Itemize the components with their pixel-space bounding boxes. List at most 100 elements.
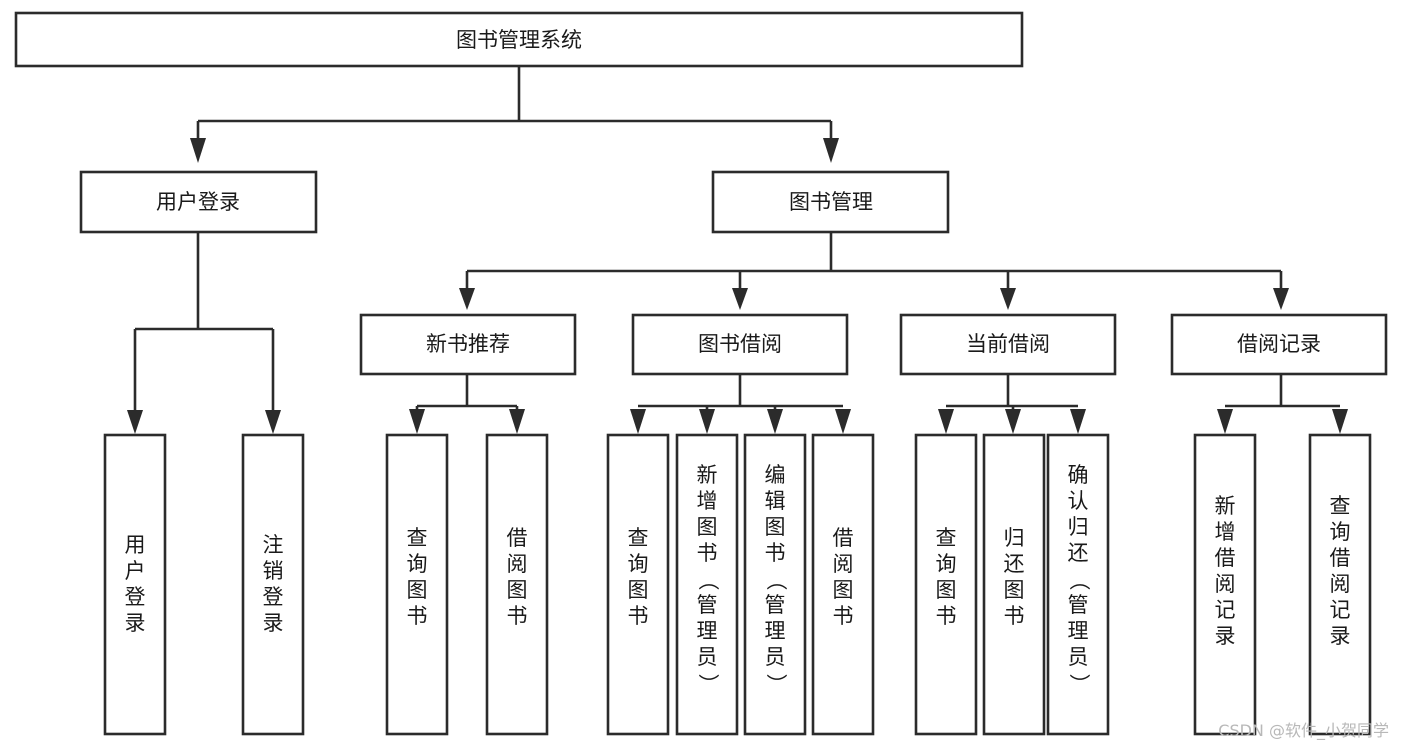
leaf-box[interactable] [241, 433, 305, 736]
leaf-box[interactable] [675, 433, 739, 736]
leaf-box[interactable] [385, 433, 449, 736]
node-book-borrow-box[interactable] [631, 313, 849, 376]
node-current-borrow-label: 当前借阅 [966, 332, 1050, 356]
arrow-head-currentborrow-2 [1005, 409, 1021, 434]
leaf-label-char: 书 [1004, 604, 1025, 628]
leaf-label-char: （ [1067, 570, 1091, 591]
leaf-label-char: ） [764, 674, 788, 695]
leaf-label-char: 归 [1004, 526, 1025, 550]
node-new-book-recommend-box[interactable] [359, 313, 577, 376]
node-book-management-box[interactable] [711, 170, 950, 234]
leaf-label-char: 查 [407, 526, 428, 550]
leaf-label-char: 员 [697, 645, 718, 669]
node-user-login-box[interactable] [79, 170, 318, 234]
leaf-label-char: 图 [765, 515, 786, 539]
node-book-borrow[interactable]: 图书借阅 [631, 313, 849, 376]
leaf-box[interactable] [103, 433, 167, 736]
connectors-newbook-to-leaves [409, 374, 525, 434]
arrow-head-bookborrow-2 [699, 409, 715, 434]
leaf-label-char: 管 [765, 593, 786, 617]
leaf-label-char: 增 [697, 489, 718, 513]
leaf-label-char: 阅 [507, 552, 528, 576]
leaf-box[interactable] [1046, 433, 1110, 736]
leaf-label-char: 登 [263, 585, 284, 609]
leaf-label-char: 询 [936, 552, 957, 576]
leaf-label-char: 理 [765, 619, 786, 643]
leaf-box[interactable] [1193, 433, 1257, 736]
leaf-label-char: 辑 [765, 489, 786, 513]
leaf-label-char: 查 [628, 526, 649, 550]
node-current-borrow-box[interactable] [899, 313, 1117, 376]
leaf-label-char: 借 [507, 526, 528, 550]
leaf-label-char: 录 [1330, 624, 1351, 648]
arrow-head-root-2 [823, 138, 839, 163]
arrow-head-newbook-1 [409, 409, 425, 434]
node-root-box[interactable] [14, 11, 1024, 68]
node-root-system[interactable]: 图书管理系统 [14, 11, 1024, 68]
node-borrow-record-label: 借阅记录 [1237, 332, 1321, 356]
node-user-login[interactable]: 用户登录 [79, 170, 318, 234]
leaf-label-char: 图 [507, 578, 528, 602]
leaf-box[interactable] [1308, 433, 1372, 736]
arrow-head-currentborrow-1 [938, 409, 954, 434]
leaf-label-char: 图 [833, 578, 854, 602]
arrow-head-currentborrow-3 [1070, 409, 1086, 434]
leaf-box[interactable] [914, 433, 978, 736]
leaf-label-char: 注 [263, 533, 284, 557]
node-borrow-record[interactable]: 借阅记录 [1170, 313, 1388, 376]
arrow-head-root-1 [190, 138, 206, 163]
leaf-box[interactable] [982, 433, 1046, 736]
leaf-label-char: 还 [1004, 552, 1025, 576]
leaf-box[interactable] [485, 433, 549, 736]
leaf-label-char: 记 [1330, 598, 1351, 622]
connectors-root-to-level2 [190, 66, 839, 163]
leaf-label-char: 认 [1068, 489, 1089, 513]
leaf-box[interactable] [743, 433, 807, 736]
connectors-bookborrow-to-leaves [630, 374, 851, 434]
leaf-label-char: 管 [1068, 593, 1089, 617]
node-new-book-recommend[interactable]: 新书推荐 [359, 313, 577, 376]
leaf-label-char: 书 [407, 604, 428, 628]
leaf-label-char: （ [764, 570, 788, 591]
leaf-label-char: 图 [697, 515, 718, 539]
leaf-label-char: 书 [833, 604, 854, 628]
node-borrow-record-box[interactable] [1170, 313, 1388, 376]
node-book-management[interactable]: 图书管理 [711, 170, 950, 234]
leaf-label-char: 图 [1004, 578, 1025, 602]
leaf-label-char: 询 [628, 552, 649, 576]
leaf-box[interactable] [606, 433, 670, 736]
leaf-label-char: 增 [1215, 520, 1236, 544]
leaf-user-login-login[interactable]: 用户登录 [103, 433, 167, 736]
connectors-userlogin-to-leaves [127, 232, 281, 434]
arrow-head-level3-4 [1273, 288, 1289, 310]
leaf-label-char: 图 [936, 578, 957, 602]
leaf-box[interactable] [811, 433, 875, 736]
node-book-borrow-label: 图书借阅 [698, 332, 782, 356]
leaf-label-char: 借 [1215, 546, 1236, 570]
node-current-borrow[interactable]: 当前借阅 [899, 313, 1117, 376]
node-book-management-label: 图书管理 [789, 190, 873, 214]
